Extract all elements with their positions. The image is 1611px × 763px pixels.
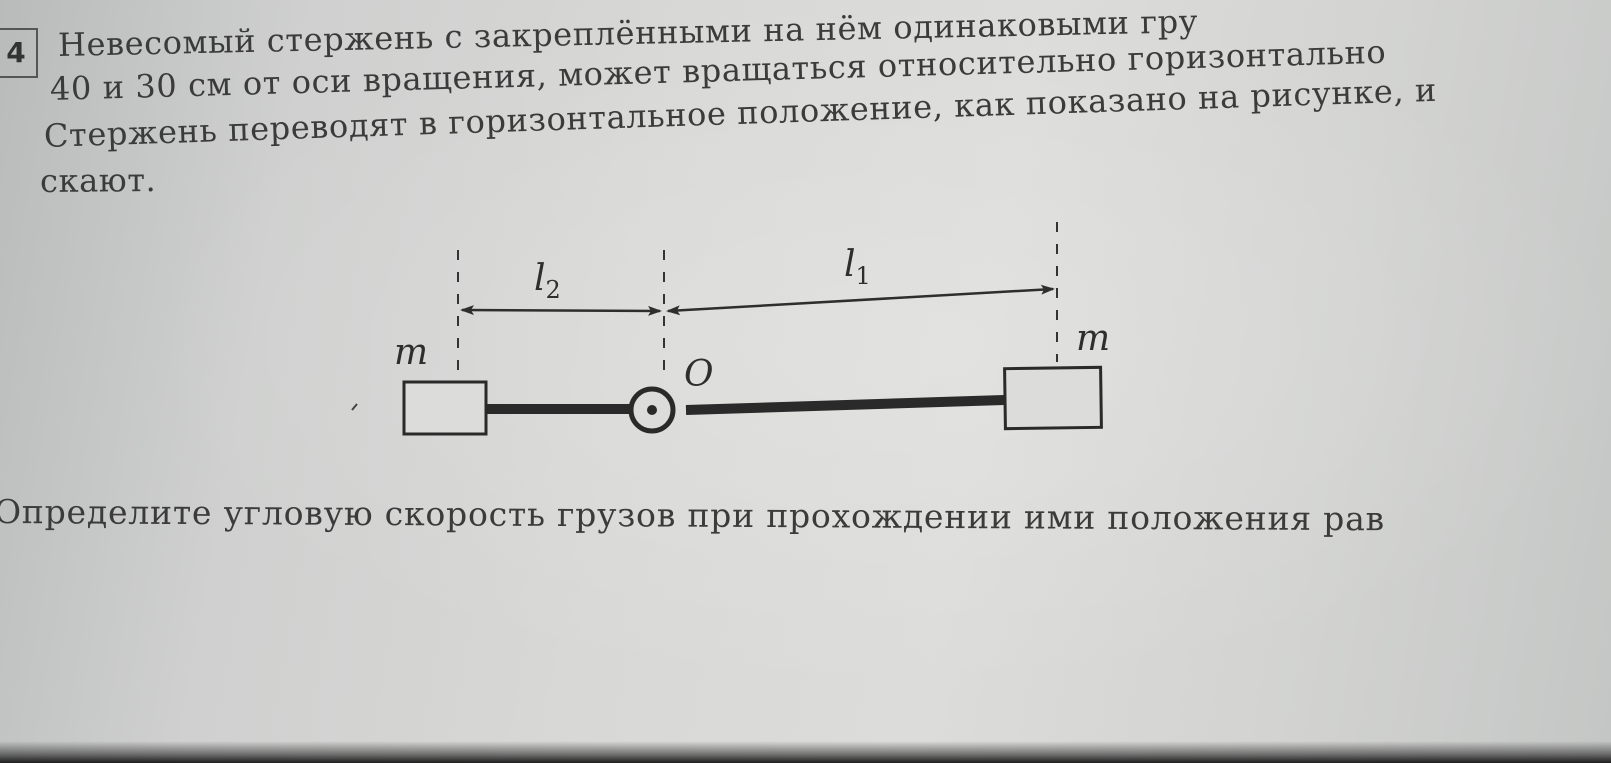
mass-left-label: m: [394, 332, 428, 373]
stray-mark: [351, 403, 358, 411]
right-mass-block: [1003, 365, 1103, 431]
axis-label: O: [684, 354, 714, 395]
problem-number-box: 4: [0, 28, 38, 78]
rod: [484, 395, 1005, 415]
book-bottom-edge: [0, 741, 1611, 763]
l2-dimension-arrow: [460, 305, 662, 316]
left-mass-block: [402, 380, 488, 436]
l2-label: l2: [534, 258, 561, 304]
question-text: Определите угловую скорость грузов при п…: [0, 492, 1386, 539]
rotation-axis-dot: [647, 405, 657, 415]
l1-label: l1: [844, 244, 871, 290]
mass-right-label: m: [1076, 318, 1110, 359]
l1-dimension-arrow: [666, 284, 1055, 316]
